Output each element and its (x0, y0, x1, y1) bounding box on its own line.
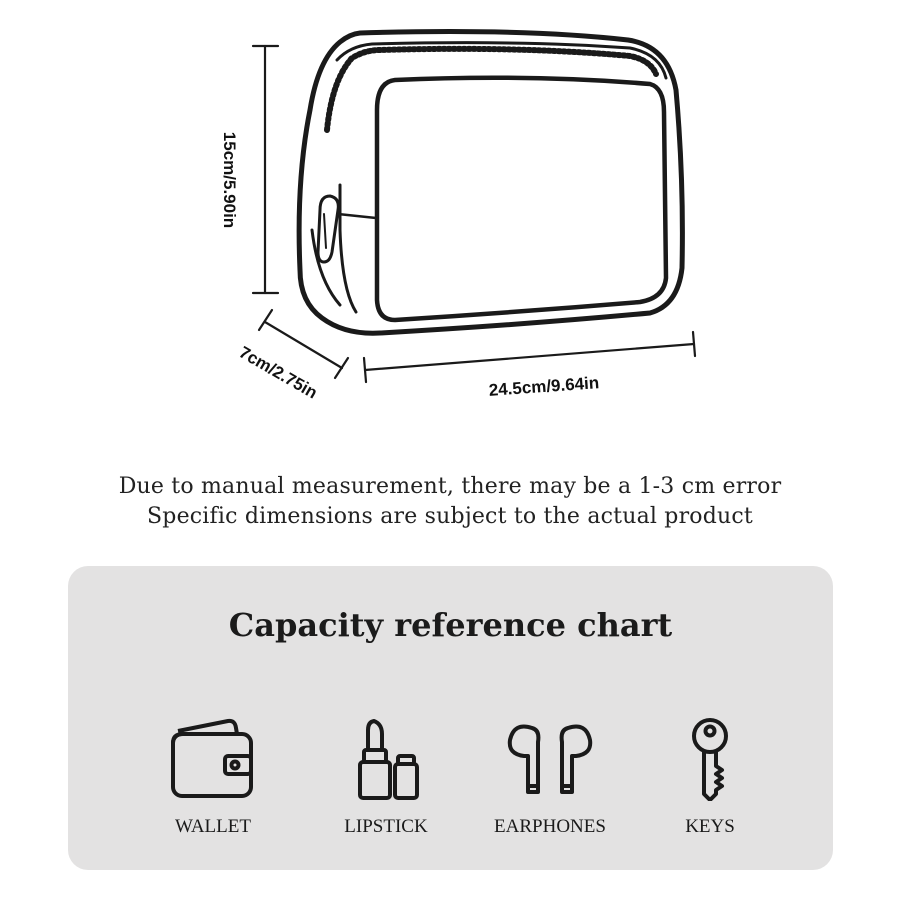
earphones-icon (507, 724, 593, 794)
keys-label: KEYS (685, 816, 735, 837)
capacity-item-keys: KEYS (640, 716, 780, 837)
key-icon (692, 718, 728, 801)
capacity-title: Capacity reference chart (228, 606, 673, 644)
capacity-item-wallet: WALLET (143, 716, 283, 837)
bag-illustration (251, 29, 697, 384)
capacity-item-earphones: EARPHONES (480, 716, 620, 837)
height-dimension-label: 15cm/5.90in (220, 131, 239, 229)
lipstick-icon (358, 719, 419, 800)
actual-product-note: Specific dimensions are subject to the a… (147, 504, 753, 529)
wallet-label: WALLET (175, 816, 251, 837)
lipstick-label: LIPSTICK (344, 816, 428, 837)
capacity-item-lipstick: LIPSTICK (316, 716, 456, 837)
earphones-label: EARPHONES (494, 816, 606, 837)
wallet-icon (171, 718, 253, 798)
measurement-error-note: Due to manual measurement, there may be … (118, 474, 782, 499)
capacity-panel: Capacity reference chart WALLET LIPSTICK (68, 566, 833, 870)
